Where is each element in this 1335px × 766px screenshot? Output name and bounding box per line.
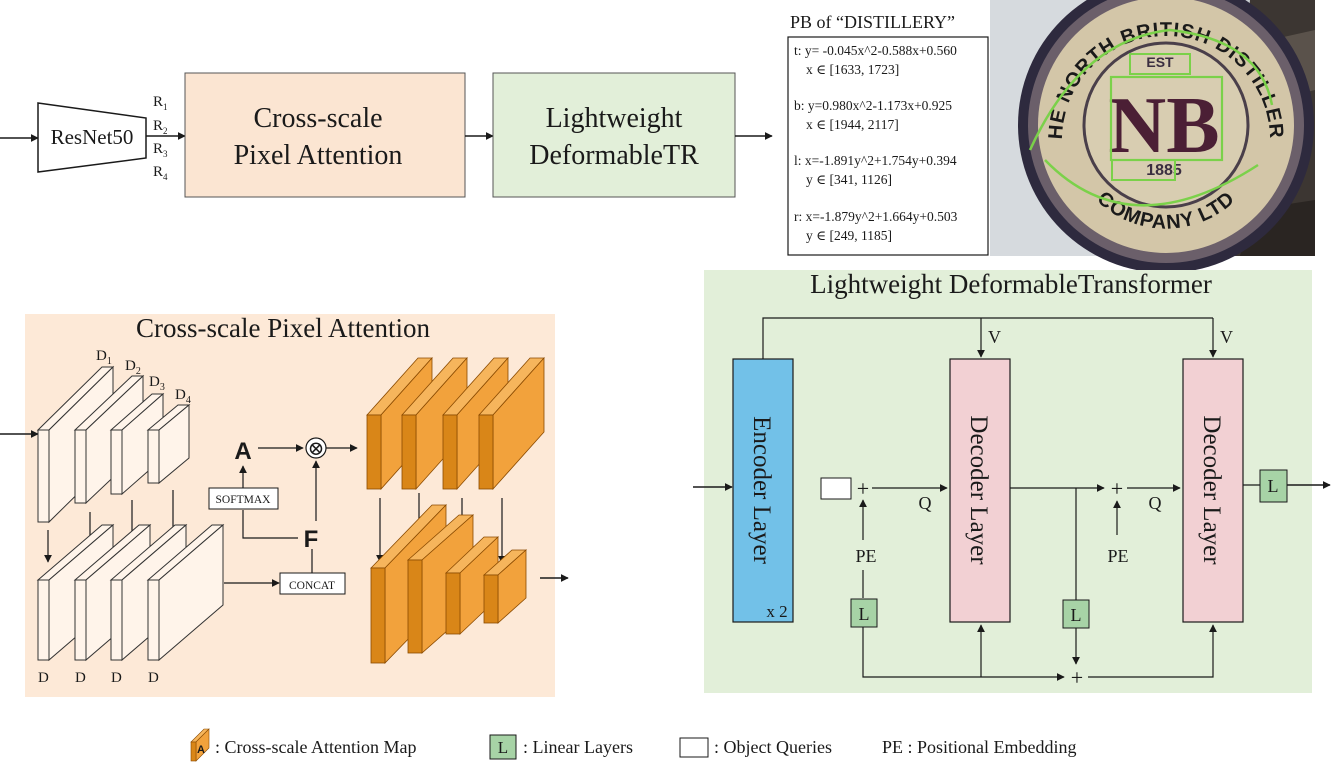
cpa-block-line1: Cross-scale	[253, 103, 382, 134]
softmax-label: SOFTMAX	[216, 494, 272, 506]
svg-text:D: D	[38, 670, 49, 686]
legend-pe: PE : Positional Embedding	[882, 737, 1077, 757]
svg-text:D: D	[111, 670, 122, 686]
r-sub: 2	[163, 126, 168, 136]
pb-box	[787, 36, 989, 256]
r-feature-labels: R1 R2 R3 R4	[153, 94, 168, 182]
r-sub: 1	[163, 102, 168, 112]
ldt-block	[492, 72, 736, 198]
q-label: Q	[919, 493, 932, 513]
bottom-feature-stack	[36, 523, 225, 662]
encoder-label: Encoder Layer	[748, 416, 775, 565]
pe-label: PE	[855, 546, 876, 566]
r-sub: 4	[163, 172, 168, 182]
r-label: R	[153, 164, 163, 180]
linear-layer-out	[1259, 469, 1288, 503]
svg-text:D1: D1	[96, 348, 112, 367]
r-label: R	[153, 118, 163, 134]
pb-title: PB of “DISTILLERY”	[790, 12, 955, 32]
cpa-panel: Cross-scale Pixel Attention D1 D2 D3 D4	[0, 313, 569, 697]
svg-text:D: D	[148, 670, 159, 686]
r-sub: 3	[163, 149, 168, 159]
legend-queries: : Object Queries	[714, 737, 832, 757]
r-label: R	[153, 141, 163, 157]
plus-1: +	[857, 476, 869, 501]
attention-map-icon: A	[190, 728, 210, 762]
a-label: A	[234, 438, 251, 465]
ldt-block-line2: DeformableTR	[529, 140, 699, 171]
decoder-label-2: Decoder Layer	[1198, 415, 1225, 565]
decoder-layer-2	[1182, 358, 1244, 623]
sign-monogram: NB	[1108, 82, 1219, 170]
decoder-label-1: Decoder Layer	[965, 415, 992, 565]
svg-text:R1: R1	[153, 94, 168, 112]
pb-line: t: y= -0.045x^2-0.588x+0.560	[794, 43, 957, 58]
svg-text:D3: D3	[149, 374, 165, 393]
cpa-block	[184, 72, 466, 198]
legend: A : Cross-scale Attention Map L : Linear…	[190, 728, 1077, 762]
v-label: V	[988, 327, 1001, 347]
multiply-symbol: ⊗	[308, 438, 325, 460]
legend-linear: : Linear Layers	[523, 737, 633, 757]
decoder-layer-1	[949, 358, 1011, 623]
plus-3: +	[1071, 665, 1083, 690]
pb-line: y ∈ [249, 1185]	[806, 228, 892, 243]
svg-text:L: L	[1268, 476, 1279, 496]
pb-boundary	[1129, 53, 1191, 75]
q-label: Q	[1149, 493, 1162, 513]
f-label: F	[304, 526, 319, 553]
svg-text:L: L	[498, 738, 508, 757]
plus-2: +	[1111, 476, 1123, 501]
pb-line: l: x=-1.891y^2+1.754y+0.394	[794, 153, 957, 168]
d-labels: D1 D2 D3 D4	[96, 348, 191, 406]
linear-layer-1	[850, 598, 878, 628]
ldt-block-line1: Lightweight	[546, 103, 683, 134]
pb-boundary	[1111, 159, 1176, 181]
top-feature-stack	[36, 365, 191, 524]
top-pipeline: ResNet50 R1 R2 R3 R4 Cross-scale Pixel A…	[0, 0, 1315, 273]
ldt-title: Lightweight DeformableTransformer	[810, 269, 1212, 299]
pb-boundary	[1028, 28, 1274, 151]
svg-text:R2: R2	[153, 118, 168, 136]
cpa-title: Cross-scale Pixel Attention	[136, 313, 430, 343]
ldt-panel: Lightweight DeformableTransformer V V En…	[693, 269, 1331, 693]
svg-text:L: L	[1071, 605, 1082, 625]
svg-text:D2: D2	[125, 358, 141, 377]
svg-text:R4: R4	[153, 164, 168, 182]
pb-line: x ∈ [1944, 2117]	[806, 117, 899, 132]
svg-text:A: A	[197, 744, 205, 756]
sign-est: EST	[1146, 54, 1174, 70]
pb-line: x ∈ [1633, 1723]	[806, 62, 899, 77]
pe-label: PE	[1107, 546, 1128, 566]
pb-line: r: x=-1.879y^2+1.664y+0.503	[794, 209, 958, 224]
query-legend-icon	[679, 737, 709, 758]
pb-equations: t: y= -0.045x^2-0.588x+0.560 x ∈ [1633, …	[794, 43, 958, 243]
r-label: R	[153, 94, 163, 110]
linear-legend-icon	[489, 734, 517, 760]
sign-year: 1885	[1146, 162, 1182, 179]
pb-line: y ∈ [341, 1126]	[806, 172, 892, 187]
cpa-block-line2: Pixel Attention	[234, 140, 403, 171]
resnet-backbone	[37, 102, 147, 173]
encoder-layer	[732, 358, 794, 623]
svg-text:L: L	[859, 604, 870, 624]
pb-line: b: y=0.980x^2-1.173x+0.925	[794, 98, 952, 113]
attention-maps-top	[366, 356, 545, 491]
v-label: V	[1220, 327, 1233, 347]
object-query-box	[820, 477, 852, 500]
encoder-repeat: x 2	[766, 602, 787, 621]
attention-maps-bottom	[370, 504, 528, 664]
legend-attention: : Cross-scale Attention Map	[215, 737, 416, 757]
resnet-label: ResNet50	[51, 125, 134, 149]
concat-label: CONCAT	[289, 580, 335, 592]
pb-boundary	[1044, 159, 1259, 207]
linear-layer-2	[1062, 599, 1090, 629]
bottom-d-labels: D D D D	[38, 670, 159, 686]
svg-text:R3: R3	[153, 141, 168, 159]
svg-text:D: D	[75, 670, 86, 686]
svg-text:D4: D4	[175, 387, 191, 406]
